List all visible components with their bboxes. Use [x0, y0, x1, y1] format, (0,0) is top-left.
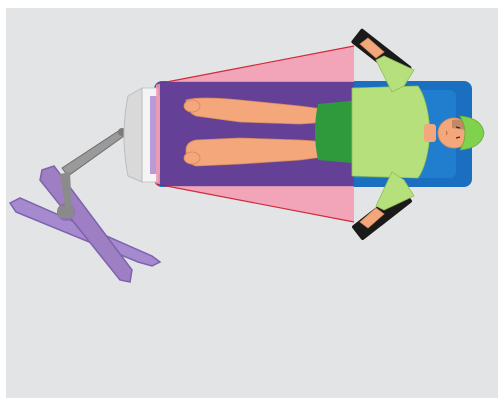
- gown: [351, 85, 431, 179]
- stand-arm: [60, 128, 126, 212]
- stand-base: [8, 165, 162, 283]
- surgical-cap: [459, 115, 485, 151]
- light-head: [123, 87, 160, 183]
- patient: [183, 37, 485, 229]
